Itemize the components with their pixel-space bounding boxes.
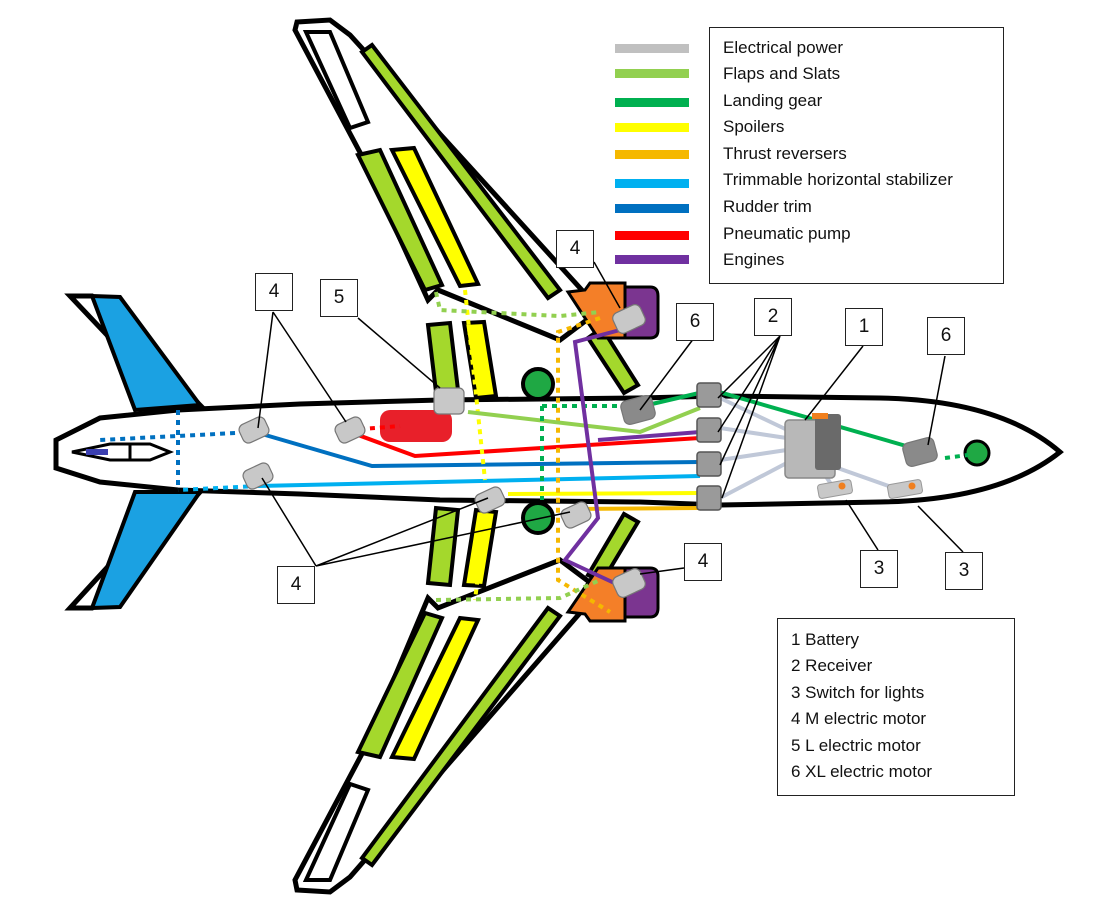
- legend-swatch-stabilizer: [615, 179, 689, 188]
- m-motor-spoiler: [474, 486, 506, 514]
- thrust-reverser-dotted: [556, 316, 612, 614]
- callout-leaders: [257, 261, 964, 575]
- legend-swatch-engines: [615, 255, 689, 264]
- legend-swatch-pneumatic-pump: [615, 231, 689, 240]
- landing-gear-dotted: [540, 404, 969, 500]
- callout-battery: 1: [845, 308, 883, 346]
- callout-switch-left: 3: [860, 550, 898, 588]
- legend-swatch-electrical-power: [615, 44, 689, 53]
- tail-cone: [71, 442, 175, 462]
- legend-swatch-thrust-reversers: [615, 150, 689, 159]
- rudder-marker: [86, 449, 108, 455]
- callout-m-motor-bottom: 4: [277, 566, 315, 604]
- key-item-battery: 1 Battery: [791, 630, 860, 649]
- horizontal-stabilizer-top: [64, 293, 205, 413]
- legend-label-engines: Engines: [723, 250, 785, 269]
- stabilizer-dotted: [177, 484, 259, 492]
- spoiler-line: [507, 491, 701, 496]
- wing-bottom: [292, 505, 641, 895]
- nose-gear-wheel: [963, 439, 991, 467]
- legend-label-electrical-power: Electrical power: [723, 38, 843, 57]
- connection-lines: [99, 289, 969, 614]
- legend-box: [709, 27, 1004, 284]
- xl-motor-wing: [620, 395, 656, 425]
- rudder-trim-dotted: [99, 410, 256, 490]
- key-item-xl-motor: 6 XL electric motor: [791, 762, 933, 781]
- spoiler-dotted: [463, 289, 487, 601]
- legend-label-flaps-slats: Flaps and Slats: [723, 64, 841, 83]
- m-motor-engine-bottom: [612, 568, 646, 598]
- engines-line: [561, 328, 701, 590]
- wing-top: [292, 17, 641, 401]
- key-item-m-motor: 4 M electric motor: [791, 709, 927, 728]
- key-item-l-motor: 5 L electric motor: [791, 736, 921, 755]
- callout-m-motor-engine-top: 4: [556, 230, 594, 268]
- battery: [784, 413, 841, 479]
- key-item-switch: 3 Switch for lights: [791, 683, 925, 702]
- legend-swatch-flaps-slats: [615, 69, 689, 78]
- m-motor-engine-top: [612, 304, 646, 334]
- callout-receiver: 2: [754, 298, 792, 336]
- legend-label-landing-gear: Landing gear: [723, 91, 823, 110]
- callout-m-motor-engine-bottom: 4: [684, 543, 722, 581]
- legend-label-stabilizer: Trimmable horizontal stabilizer: [723, 170, 953, 189]
- m-motor-tail-top: [238, 416, 270, 444]
- horizontal-stabilizer-bottom: [64, 487, 206, 611]
- legend-label-thrust-reversers: Thrust reversers: [723, 144, 847, 163]
- legend-label-pneumatic-pump: Pneumatic pump: [723, 224, 851, 243]
- legend-label-rudder-trim: Rudder trim: [723, 197, 812, 216]
- pneumatic-reservoir: [380, 410, 452, 442]
- pneumatic-line: [349, 430, 701, 459]
- flaps-line: [467, 406, 701, 435]
- receivers: [696, 382, 722, 511]
- callout-xl-motor-wing: 6: [676, 303, 714, 341]
- legend-swatch-landing-gear: [615, 98, 689, 107]
- landing-gear-left-wheel: [521, 367, 555, 401]
- legend-swatch-rudder-trim: [615, 204, 689, 213]
- key-item-receiver: 2 Receiver: [791, 656, 873, 675]
- engine-top: [565, 281, 660, 340]
- callout-m-motor-tail: 4: [255, 273, 293, 311]
- callout-l-motor: 5: [320, 279, 358, 317]
- m-motor-reverser: [560, 501, 592, 529]
- callout-switch-right: 3: [945, 552, 983, 590]
- flaps-dotted: [434, 291, 601, 602]
- stabilizer-line: [257, 474, 701, 488]
- callout-xl-motor-nose: 6: [927, 317, 965, 355]
- electrical-lines: [719, 396, 901, 500]
- landing-gear-right-wheel: [521, 501, 555, 535]
- legend-label-spoilers: Spoilers: [723, 117, 785, 136]
- thrust-reverser-line: [569, 506, 701, 511]
- legend-swatch-spoilers: [615, 123, 689, 132]
- light-switches: [817, 479, 923, 499]
- component-key: 1 Battery 2 Receiver 3 Switch for lights…: [777, 618, 1015, 796]
- l-motor: [433, 387, 465, 415]
- pneumatic-dotted: [349, 424, 401, 432]
